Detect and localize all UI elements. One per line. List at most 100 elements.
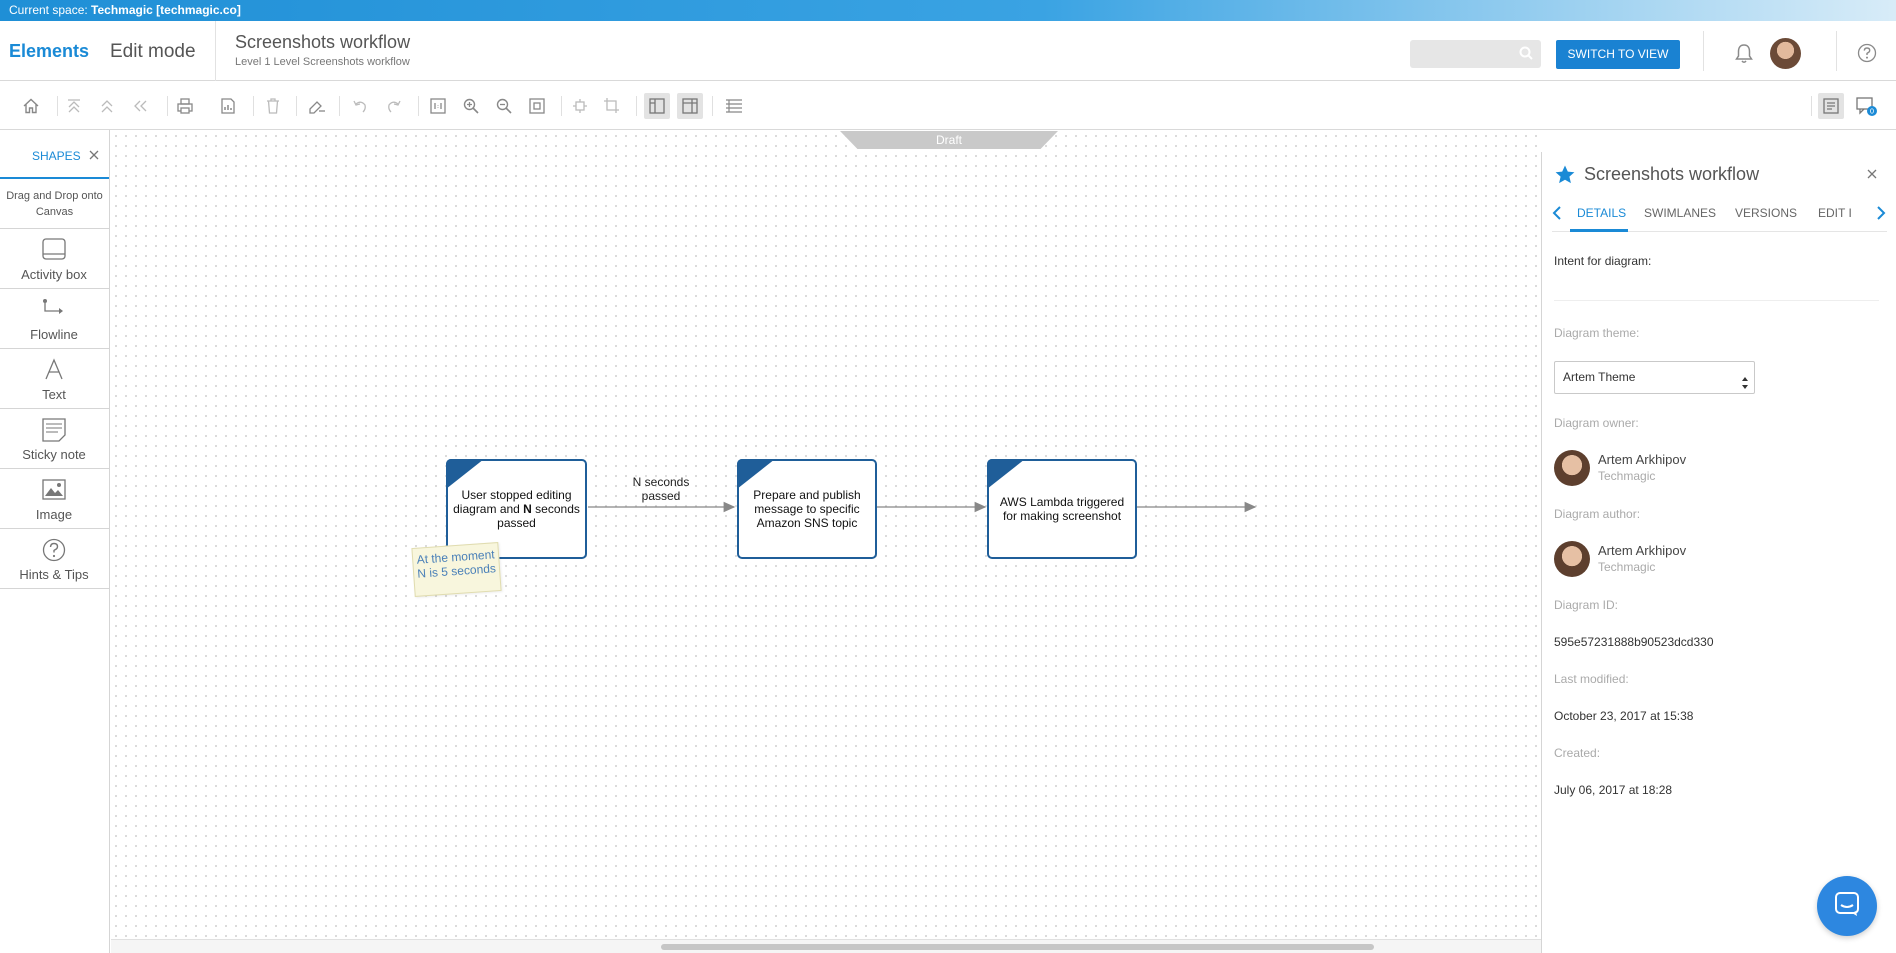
close-icon[interactable] [88,148,100,166]
zoom-in-icon[interactable] [458,93,484,119]
shape-label: Text [42,387,66,402]
activity-box-3[interactable]: AWS Lambda triggered for making screensh… [987,459,1137,559]
help-icon [41,537,67,568]
notes-panel-icon[interactable] [1818,93,1844,119]
editor-toolbar: 0 [0,82,1896,130]
select-caret-icon [1741,371,1749,402]
shape-activity-box[interactable]: Activity box [0,229,109,289]
page-title: Screenshots workflow [235,32,411,52]
star-icon[interactable] [1554,164,1576,191]
print-icon[interactable] [172,93,198,119]
panel-title: Screenshots workflow [1584,164,1760,184]
crop-icon[interactable] [600,93,626,119]
owner-info[interactable]: Artem Arkhipov Techmagic [1554,450,1884,490]
theme-value: Artem Theme [1563,370,1636,384]
undo-icon[interactable] [347,93,373,119]
chevron-left-icon[interactable] [1552,206,1562,225]
toolbar-separator [1811,96,1812,116]
tab-swimlanes[interactable]: SWIMLANES [1644,206,1717,220]
author-org: Techmagic [1598,560,1656,574]
intent-label: Intent for diagram: [1554,254,1652,268]
chevron-right-icon[interactable] [1876,206,1886,225]
shape-sticky-note[interactable]: Sticky note [0,409,109,469]
shapes-tab[interactable]: SHAPES [0,130,109,179]
theme-label: Diagram theme: [1554,326,1640,340]
toolbar-separator [57,96,58,116]
shape-label: Hints & Tips [19,567,89,582]
switch-to-view-button[interactable]: SWITCH TO VIEW [1556,40,1680,69]
divider [1703,31,1704,71]
redo-icon[interactable] [381,93,407,119]
toolbar-separator [167,96,168,116]
shape-image[interactable]: Image [0,469,109,529]
tab-versions[interactable]: VERSIONS [1735,206,1798,220]
text-icon [41,357,67,388]
intent-field[interactable] [1554,300,1879,301]
toolbar-separator [418,96,419,116]
divider [1836,31,1837,71]
shape-label: Activity box [21,267,87,282]
space-prefix: Current space: [9,3,88,17]
format-painter-icon[interactable] [304,93,330,119]
zoom-out-icon[interactable] [491,93,517,119]
id-label: Diagram ID: [1554,598,1619,612]
back-icon[interactable] [127,93,153,119]
close-icon[interactable] [1866,167,1878,185]
theme-select[interactable]: Artem Theme [1554,361,1755,394]
search-input[interactable] [1410,40,1541,68]
fit-to-screen-icon[interactable] [524,93,550,119]
tab-edit[interactable]: EDIT I [1818,206,1852,220]
shape-hints-tips[interactable]: Hints & Tips [0,529,109,589]
scrollbar-thumb[interactable] [661,944,1374,950]
shape-text[interactable]: Text [0,349,109,409]
author-label: Diagram author: [1554,507,1641,521]
chat-icon [1833,890,1861,923]
sticky-note-icon [41,417,67,448]
id-value: 595e57231888b90523dcd330 [1554,635,1714,649]
chat-launcher-button[interactable] [1817,876,1877,936]
activity-box-1[interactable]: User stopped editing diagram and N secon… [446,459,587,559]
author-info[interactable]: Artem Arkhipov Techmagic [1554,541,1884,581]
space-name: Techmagic [techmagic.co] [91,3,241,17]
activity-box-icon [41,237,67,268]
toolbar-separator [253,96,254,116]
toolbar-separator [339,96,340,116]
notifications-bell-icon[interactable] [1734,43,1754,70]
modified-value: October 23, 2017 at 15:38 [1554,709,1694,723]
app-header: Elements Edit mode Screenshots workflow … [0,21,1896,81]
modified-label: Last modified: [1554,672,1629,686]
level-top-icon[interactable] [61,93,87,119]
comments-icon[interactable]: 0 [1853,93,1879,119]
layout-left-icon[interactable] [644,93,670,119]
box-text: AWS Lambda triggered for making screensh… [999,495,1125,523]
flowline-label[interactable]: N seconds passed [632,475,690,503]
shape-label: Flowline [30,327,78,342]
shape-flowline[interactable]: Flowline [0,289,109,349]
list-view-icon[interactable] [721,93,747,119]
horizontal-scrollbar[interactable] [111,939,1541,953]
app-logo[interactable]: Elements [9,41,90,61]
comments-badge: 0 [1870,108,1874,116]
owner-name: Artem Arkhipov [1598,452,1687,467]
layout-right-icon[interactable] [677,93,703,119]
flowline-icon [41,297,67,328]
level-up-icon[interactable] [94,93,120,119]
user-avatar[interactable] [1770,38,1801,69]
actual-size-icon[interactable] [425,93,451,119]
drag-drop-hint: Drag and Drop onto Canvas [0,179,109,229]
owner-org: Techmagic [1598,469,1656,483]
sticky-note[interactable]: At the moment N is 5 seconds [411,542,502,597]
activity-box-2[interactable]: Prepare and publish message to specific … [737,459,877,559]
report-icon[interactable] [215,93,241,119]
active-tab-indicator [1570,229,1628,232]
align-icon[interactable] [567,93,593,119]
shape-label: Sticky note [22,447,86,462]
avatar [1554,541,1590,577]
tab-details[interactable]: DETAILS [1577,206,1627,220]
home-icon[interactable] [18,93,44,119]
toolbar-separator [712,96,713,116]
help-icon[interactable] [1857,43,1877,68]
current-space-bar: Current space: Techmagic [techmagic.co] [0,0,1896,21]
draft-status-tab: Draft [840,131,1058,149]
delete-icon[interactable] [260,93,286,119]
